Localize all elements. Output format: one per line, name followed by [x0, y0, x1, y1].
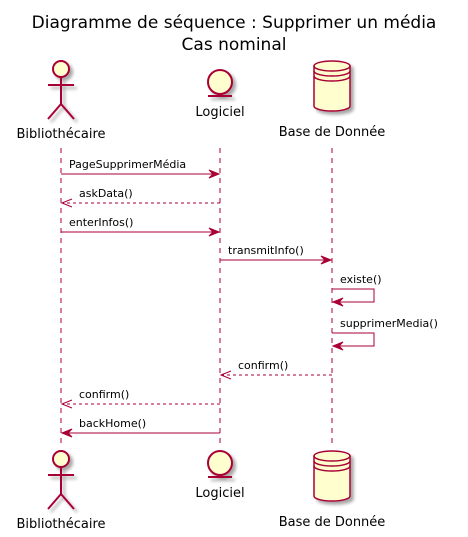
arrowhead	[208, 227, 221, 237]
participant-label: Logiciel	[195, 105, 244, 120]
arrowhead	[331, 341, 344, 351]
entity-icon	[207, 69, 233, 97]
participant-label: Logiciel	[195, 486, 244, 501]
arrowhead	[219, 370, 232, 380]
database-icon	[313, 450, 351, 502]
message-3: enterInfos()	[61, 216, 221, 237]
message-4: transmitInfo()	[220, 244, 333, 265]
participant-database-top: Base de Donnée	[279, 60, 386, 140]
arrowhead	[60, 399, 73, 409]
arrowhead	[60, 198, 73, 208]
participant-actor-top: Bibliothécaire	[16, 60, 106, 142]
participant-entity-top: Logiciel	[195, 69, 245, 120]
participant-entity-bottom: Logiciel	[195, 450, 245, 501]
messages: PageSupprimerMédia askData() enterInfos() t…	[60, 158, 438, 438]
message-8: confirm()	[60, 388, 220, 409]
message-label: confirm()	[79, 388, 129, 401]
participant-label: Base de Donnée	[279, 125, 386, 140]
arrowhead	[320, 255, 333, 265]
arrowhead	[331, 297, 344, 307]
lifelines	[60, 148, 333, 448]
message-label: enterInfos()	[69, 216, 133, 229]
database-icon	[313, 60, 351, 112]
actor-icon	[47, 450, 75, 510]
message-label: supprimerMedia()	[340, 317, 438, 330]
message-5: existe()	[331, 273, 382, 307]
participant-database-bottom: Base de Donnée	[279, 450, 386, 530]
arrowhead	[208, 169, 221, 179]
diagram-subtitle: Cas nominal	[182, 35, 287, 55]
participant-label: Bibliothécaire	[16, 517, 105, 532]
diagram-title: Diagramme de séquence : Supprimer un méd…	[32, 13, 437, 33]
message-label: PageSupprimerMédia	[69, 158, 186, 171]
participant-actor-bottom: Bibliothécaire	[16, 450, 106, 532]
message-9: backHome()	[60, 417, 220, 438]
message-label: existe()	[340, 273, 382, 286]
message-label: askData()	[79, 187, 133, 200]
message-label: backHome()	[79, 417, 146, 430]
message-2: askData()	[60, 187, 220, 208]
message-6: supprimerMedia()	[331, 317, 438, 351]
message-line	[332, 332, 375, 347]
message-1: PageSupprimerMédia	[61, 158, 221, 179]
message-7: confirm()	[219, 359, 332, 380]
actor-icon	[47, 60, 75, 120]
participant-label: Base de Donnée	[279, 515, 386, 530]
arrowhead	[60, 428, 73, 438]
entity-icon	[207, 450, 233, 478]
message-label: transmitInfo()	[228, 244, 304, 257]
message-line	[332, 288, 375, 303]
message-label: confirm()	[238, 359, 288, 372]
participant-label: Bibliothécaire	[16, 127, 105, 142]
